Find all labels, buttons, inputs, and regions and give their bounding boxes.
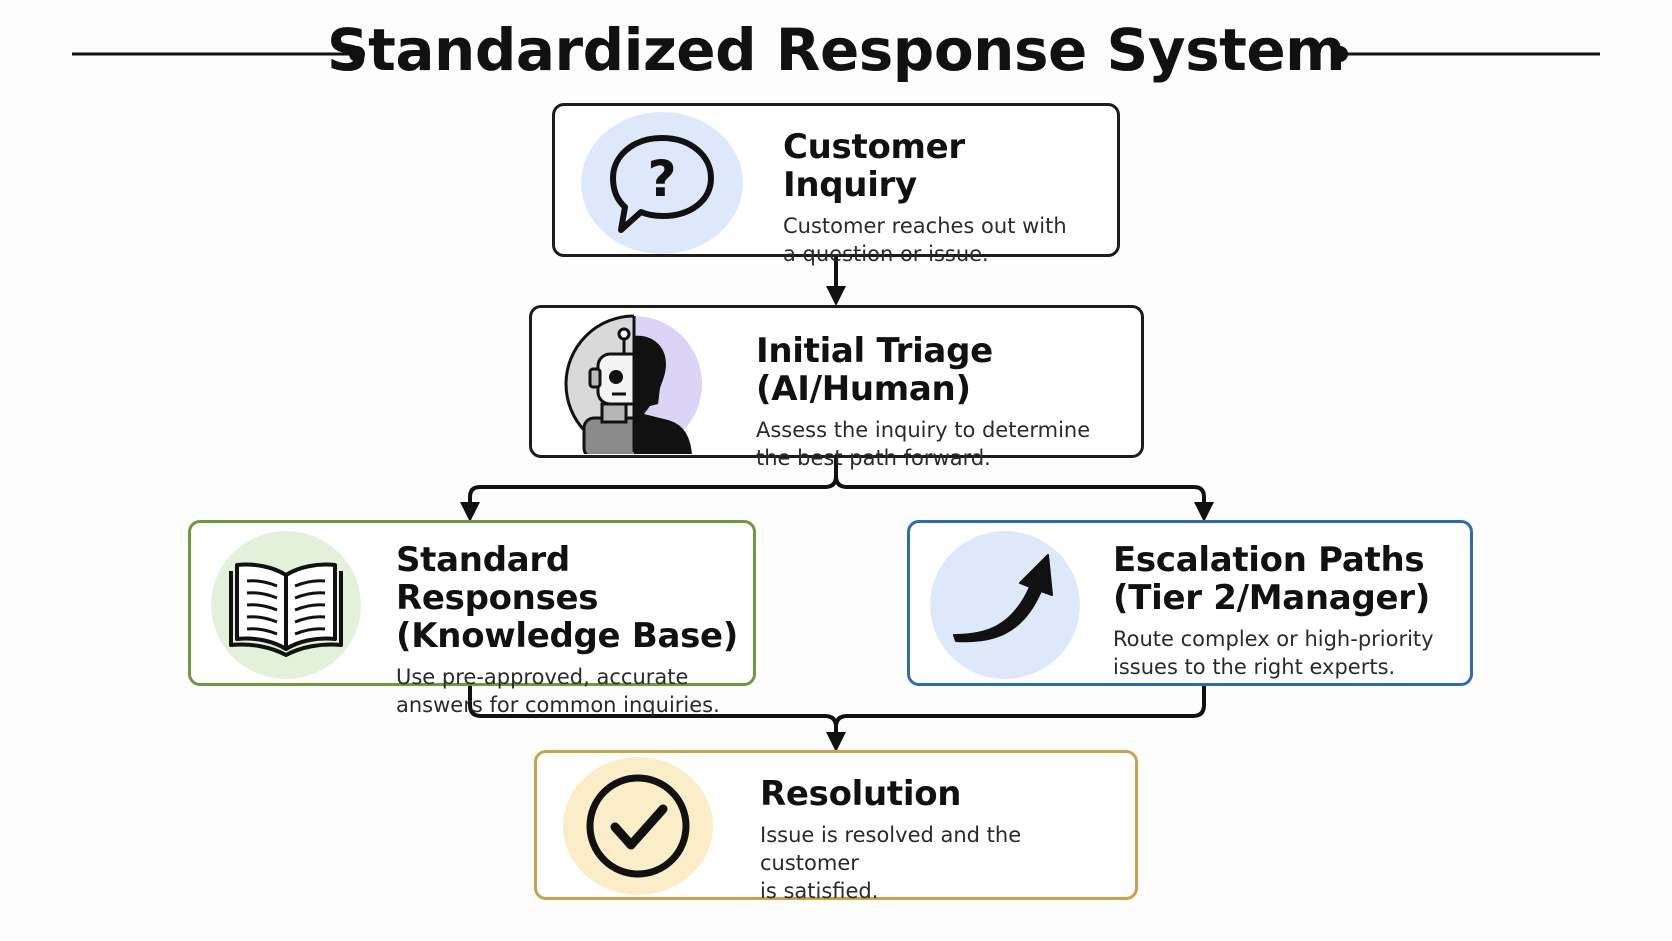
escalation-desc-line-2: issues to the right experts. <box>1113 655 1396 679</box>
title-rule-right-dot <box>1332 46 1348 62</box>
resolution-desc-line-1: Issue is resolved and the customer <box>760 823 1022 875</box>
robot-human-split-icon <box>560 314 708 454</box>
arrow-escalation-to-resolution <box>834 686 1206 728</box>
triage-description: Assess the inquiry to determine the best… <box>756 416 1136 472</box>
triage-heading: Initial Triage (AI/Human) <box>756 331 993 409</box>
standard-description: Use pre-approved, accurate answers for c… <box>396 663 746 719</box>
inquiry-heading: Customer Inquiry <box>783 127 965 205</box>
standard-desc-line-1: Use pre-approved, accurate <box>396 665 689 689</box>
escalation-description: Route complex or high-priority issues to… <box>1113 625 1463 681</box>
inquiry-desc-line-1: Customer reaches out with <box>783 214 1067 238</box>
resolution-heading: Resolution <box>760 774 962 814</box>
escalation-heading-line-1: Escalation Paths <box>1113 540 1425 580</box>
check-circle-icon <box>563 757 713 895</box>
standard-heading: Standard Responses (Knowledge Base) <box>396 541 746 655</box>
node-initial-triage: Initial Triage (AI/Human) Assess the inq… <box>529 305 1144 470</box>
resolution-desc-line-2: is satisfied. <box>760 879 879 903</box>
escalation-heading: Escalation Paths (Tier 2/Manager) <box>1113 541 1463 617</box>
inquiry-desc-line-2: a question or issue. <box>783 242 989 266</box>
escalation-desc-line-1: Route complex or high-priority <box>1113 627 1434 651</box>
node-resolution: Resolution Issue is resolved and the cus… <box>534 750 1138 903</box>
triage-desc-line-1: Assess the inquiry to determine <box>756 418 1091 442</box>
node-escalation-paths: Escalation Paths (Tier 2/Manager) Route … <box>907 520 1473 686</box>
standard-desc-line-2: answers for common inquiries. <box>396 693 720 717</box>
page-title: Standardized Response System <box>326 16 1346 84</box>
node-standard-responses: Standard Responses (Knowledge Base) Use … <box>188 520 756 717</box>
title-rule-left-dot <box>349 46 365 62</box>
standard-heading-line-1: Standard Responses <box>396 540 599 618</box>
triage-desc-line-2: the best path forward. <box>756 446 991 470</box>
curved-arrow-up-icon <box>930 531 1080 679</box>
open-book-icon <box>211 531 361 679</box>
arrow-triage-to-escalation <box>834 458 1214 522</box>
node-customer-inquiry: ? Customer Inquiry Customer reaches out … <box>552 103 1120 266</box>
standard-heading-line-2: (Knowledge Base) <box>396 616 739 656</box>
resolution-description: Issue is resolved and the customer is sa… <box>760 821 1120 905</box>
escalation-heading-line-2: (Tier 2/Manager) <box>1113 578 1430 618</box>
inquiry-description: Customer reaches out with a question or … <box>783 212 1103 268</box>
svg-text:?: ? <box>647 150 676 208</box>
question-speech-bubble-icon: ? <box>581 112 743 254</box>
